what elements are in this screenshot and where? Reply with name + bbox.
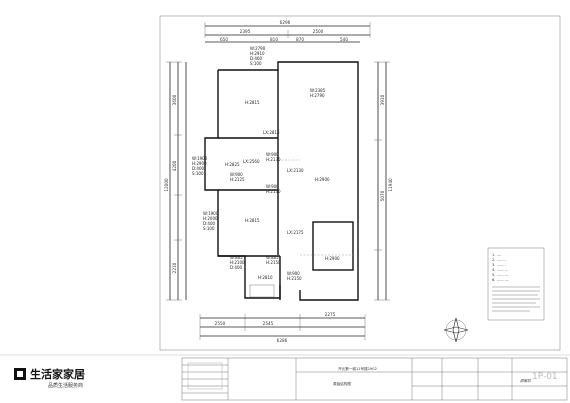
window-note: W:2790 H:2910 D:460 S:100 xyxy=(250,46,266,66)
left-a-dim: 3600 xyxy=(172,94,177,105)
svg-text:H:2150: H:2150 xyxy=(287,276,302,281)
floor-plan-walls xyxy=(204,61,359,301)
svg-text:W:1900: W:1900 xyxy=(192,156,208,161)
room-height-label: H:2815 xyxy=(245,100,260,105)
right-b-dim: 5070 xyxy=(380,190,385,201)
svg-text:W:900: W:900 xyxy=(287,271,300,276)
left-b-dim: 4200 xyxy=(172,160,177,171)
door-note: W:865 H:2150 xyxy=(266,255,281,265)
door-note: W:900 H:2130 xyxy=(266,152,281,162)
svg-text:H:2910: H:2910 xyxy=(250,51,265,56)
window-note: W:1900 H:2900 D:400 S:100 xyxy=(192,156,208,176)
bottom-dimension-chain: 2550 2545 2275 6286 xyxy=(199,312,366,343)
svg-text:D:400: D:400 xyxy=(203,221,216,226)
svg-text:D:460: D:460 xyxy=(250,56,263,61)
top-seg2-dim: 2500 xyxy=(313,29,324,34)
legend-notes xyxy=(492,286,540,312)
drawing-name: 原始结构图 xyxy=(333,381,351,386)
lx-label: LX:2175 xyxy=(287,230,304,235)
top-dimension-chain: 6296 2395 2500 650 810 870 540 xyxy=(204,20,371,43)
left-c-dim: 2210 xyxy=(172,262,177,273)
left-dimension-chain: 12000 3600 4200 2210 xyxy=(164,61,187,301)
top-total-dim: 6296 xyxy=(280,20,291,25)
bottom-seg2-dim: 2545 xyxy=(263,321,274,326)
project-name: 开元第一城11号楼1902 xyxy=(338,366,377,371)
svg-text:3. ........: 3. ........ xyxy=(492,263,506,267)
bottom-seg1-dim: 2550 xyxy=(215,321,226,326)
svg-text:S:100: S:100 xyxy=(250,61,262,66)
title-block: 开元第一城11号楼1902 原始结构图 邵家凯 1P-01 xyxy=(0,354,570,401)
svg-text:2. ........: 2. ........ xyxy=(492,258,506,262)
svg-text:540: 540 xyxy=(340,37,348,42)
svg-text:W:865: W:865 xyxy=(230,255,243,260)
svg-text:H:2900: H:2900 xyxy=(192,161,207,166)
svg-text:650: 650 xyxy=(220,37,228,42)
room-height-label: H:2810 xyxy=(258,275,273,280)
svg-text:H:2125: H:2125 xyxy=(230,177,245,182)
logo-mark-icon xyxy=(14,368,26,380)
svg-text:H:2130: H:2130 xyxy=(266,189,281,194)
door-note: W:900 H:2130 xyxy=(266,184,281,194)
window-note: W:1900 H:2000 D:400 S:100 xyxy=(203,211,219,231)
logo-tagline: 品质生活服务商 xyxy=(48,383,84,389)
svg-text:H:2150: H:2150 xyxy=(266,260,281,265)
svg-text:H:2000: H:2000 xyxy=(203,216,218,221)
svg-text:W:2385: W:2385 xyxy=(310,88,326,93)
lx-label: LX:2560 xyxy=(243,159,260,164)
lx-label: LX:2130 xyxy=(287,168,304,173)
sheet-number: 1P-01 xyxy=(532,372,558,382)
door-note: W:865 H:2100 D:400 xyxy=(230,255,245,270)
left-total-dim: 12000 xyxy=(164,178,169,192)
svg-text:W:900: W:900 xyxy=(266,152,279,157)
svg-text:810: 810 xyxy=(270,37,278,42)
door-note: W:900 H:2150 xyxy=(287,271,302,281)
svg-text:S:100: S:100 xyxy=(203,226,215,231)
bottom-seg3-dim: 2275 xyxy=(325,312,336,317)
room-height-label: H:2900 xyxy=(315,177,330,182)
right-total-dim: 11940 xyxy=(388,178,393,192)
svg-text:H:2130: H:2130 xyxy=(266,157,281,162)
svg-text:H:2790: H:2790 xyxy=(310,93,325,98)
svg-text:S:100: S:100 xyxy=(192,171,204,176)
window-note: W:2385 H:2790 xyxy=(310,88,326,98)
legend-lines: 1. .... 2. ........ 3. ........ 4. .....… xyxy=(492,253,509,282)
svg-text:W:1900: W:1900 xyxy=(203,211,219,216)
room-height-label: H:2815 xyxy=(245,218,260,223)
logo-name: 生活家家居 xyxy=(30,368,85,381)
room-height-label: H:2825 xyxy=(225,162,240,167)
designer-signature: 邵家凯 xyxy=(520,378,531,383)
bottom-total-dim: 6286 xyxy=(277,338,288,343)
svg-text:W:2790: W:2790 xyxy=(250,46,266,51)
svg-text:D:400: D:400 xyxy=(192,166,205,171)
svg-text:1. ....: 1. .... xyxy=(492,253,501,257)
svg-text:4. ..........: 4. .......... xyxy=(492,268,508,272)
room-height-label: H:2900 xyxy=(325,256,340,261)
svg-text:W:900: W:900 xyxy=(266,184,279,189)
svg-text:870: 870 xyxy=(296,37,304,42)
svg-text:6. ...........: 6. ........... xyxy=(492,278,509,282)
drawing-frame xyxy=(159,15,561,351)
svg-text:5. ..........: 5. .......... xyxy=(492,273,508,277)
door-note: W:900 H:2125 xyxy=(230,172,245,182)
company-logo: 生活家家居 品质生活服务商 xyxy=(14,366,114,394)
svg-text:H:2100: H:2100 xyxy=(230,260,245,265)
north-arrow-icon xyxy=(443,317,469,343)
top-seg1-dim: 2395 xyxy=(240,29,251,34)
svg-text:W:900: W:900 xyxy=(230,172,243,177)
lx-label: LX:2815 xyxy=(263,130,280,135)
svg-text:D:400: D:400 xyxy=(230,265,243,270)
right-dimension-chain: 11940 3910 5070 xyxy=(374,61,393,301)
legend-box xyxy=(487,247,545,321)
svg-text:W:865: W:865 xyxy=(266,255,279,260)
right-a-dim: 3910 xyxy=(380,94,385,105)
